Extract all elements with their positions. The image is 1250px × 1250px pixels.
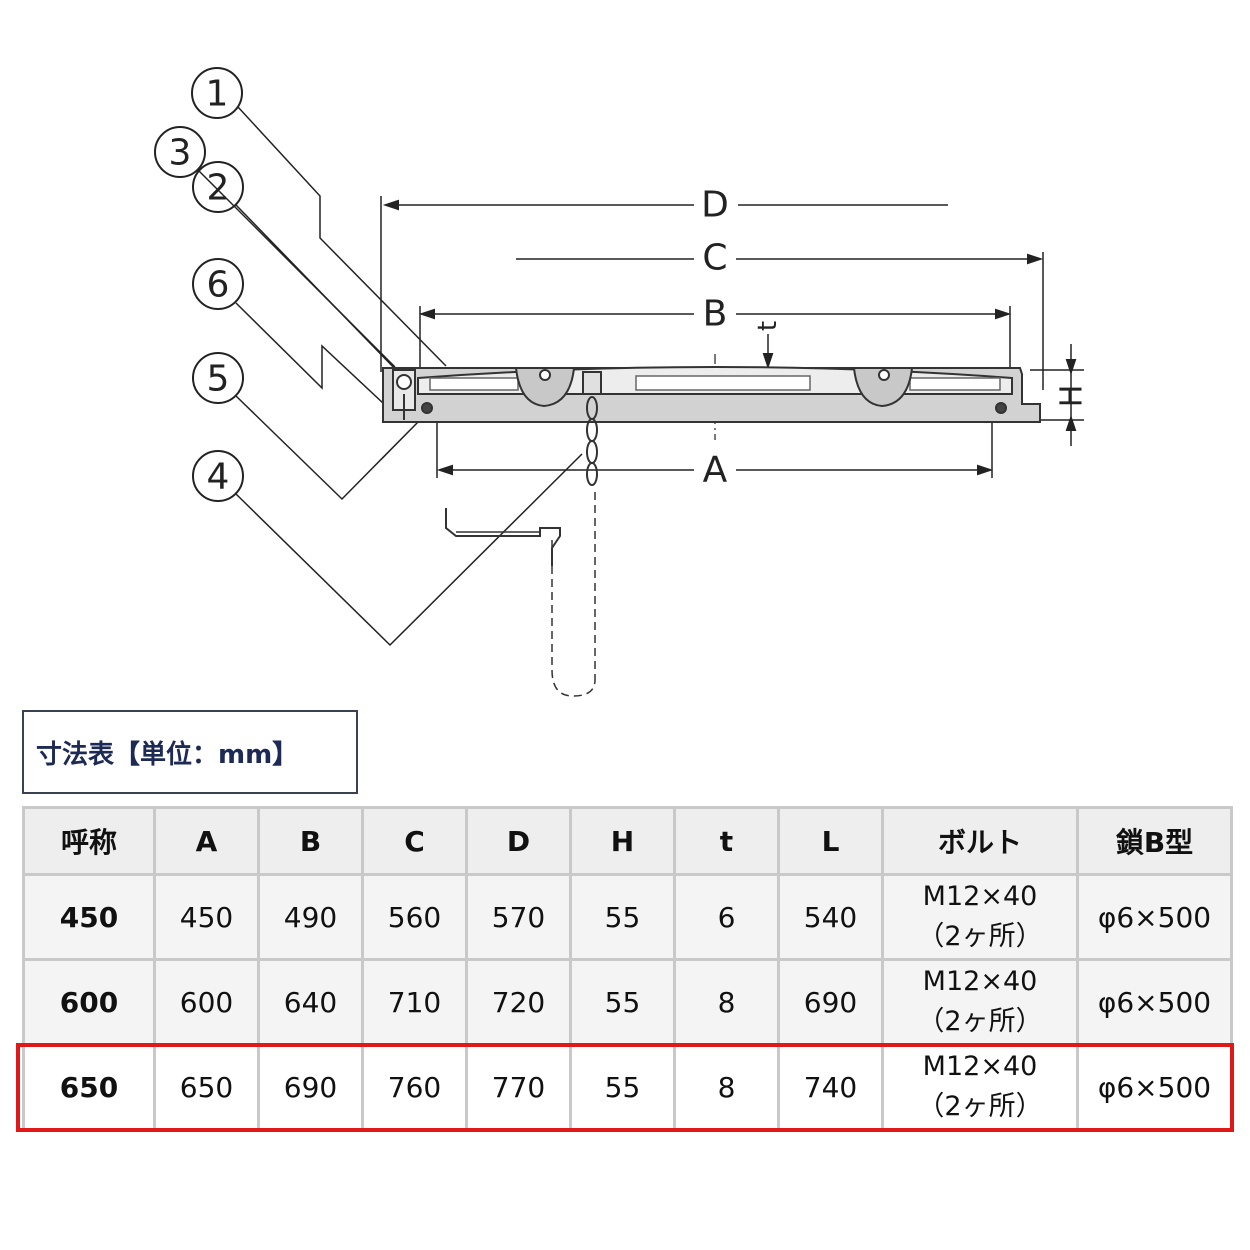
- cell-bolt: M12×40 （2ヶ所）: [881, 958, 1079, 1046]
- cell-t: 6: [673, 873, 780, 961]
- cell-h: 55: [569, 958, 676, 1046]
- rib-right: [852, 367, 914, 408]
- dim-label-t: t: [753, 321, 783, 331]
- header-d: D: [465, 806, 572, 876]
- bolt-size: M12×40: [922, 881, 1038, 912]
- cell-d: 770: [465, 1043, 572, 1131]
- cover-body: [382, 366, 1041, 423]
- callout-label-1: 1: [206, 74, 229, 115]
- cell-size: 450: [22, 873, 156, 961]
- lift-hook: [445, 508, 561, 566]
- callout-circle-6: [192, 258, 244, 310]
- table-header-row: 呼称 A B C D H t L ボルト 鎖B型: [22, 806, 1233, 876]
- dimension-table: 呼称 A B C D H t L ボルト 鎖B型 450 450 490 560…: [22, 806, 1233, 1131]
- header-size: 呼称: [22, 806, 156, 876]
- cell-b: 640: [257, 958, 364, 1046]
- chain-assembly: [445, 396, 598, 697]
- cell-chain: φ6×500: [1076, 1043, 1233, 1131]
- cell-a: 450: [153, 873, 260, 961]
- leader-line-4: [235, 453, 583, 647]
- cell-l: 540: [777, 873, 884, 961]
- header-bolt: ボルト: [881, 806, 1079, 876]
- callout-label-2: 2: [207, 168, 230, 209]
- bolt-count: （2ヶ所）: [917, 1006, 1043, 1037]
- leader-line-2: [235, 204, 401, 375]
- dim-label-a: A: [703, 450, 728, 491]
- leader-line-5: [235, 395, 421, 501]
- cell-d: 720: [465, 958, 572, 1046]
- cell-bolt: M12×40 （2ヶ所）: [881, 1043, 1079, 1131]
- header-c: C: [361, 806, 468, 876]
- header-h: H: [569, 806, 676, 876]
- callout-circle-1: [191, 67, 243, 119]
- bolt-size: M12×40: [922, 966, 1038, 997]
- table-row-highlighted: 650 650 690 760 770 55 8 740 M12×40 （2ヶ所…: [22, 1043, 1233, 1131]
- table-row: 600 600 640 710 720 55 8 690 M12×40 （2ヶ所…: [22, 958, 1233, 1046]
- cell-t: 8: [673, 958, 780, 1046]
- callout-label-6: 6: [207, 265, 230, 306]
- manhole-cover-drawing: 1 3 2 6 5 4 D C B A t H: [154, 67, 1090, 697]
- leader-line-6: [235, 302, 385, 405]
- callout-label-3: 3: [169, 133, 192, 174]
- table-title-box: 寸法表【単位：mm】: [22, 710, 358, 794]
- callout-circle-5: [192, 352, 244, 404]
- header-a: A: [153, 806, 260, 876]
- cell-c: 760: [361, 1043, 468, 1131]
- table-row: 450 450 490 560 570 55 6 540 M12×40 （2ヶ所…: [22, 873, 1233, 961]
- dim-label-d: D: [701, 185, 729, 226]
- rib-left: [514, 367, 576, 408]
- cell-a: 650: [153, 1043, 260, 1131]
- dim-label-b: B: [703, 294, 728, 335]
- cell-d: 570: [465, 873, 572, 961]
- dim-label-c: C: [702, 238, 727, 279]
- chain-lug: [582, 371, 602, 395]
- cell-size: 600: [22, 958, 156, 1046]
- cell-b: 490: [257, 873, 364, 961]
- cell-size: 650: [22, 1043, 156, 1131]
- cell-t: 8: [673, 1043, 780, 1131]
- cell-bolt: M12×40 （2ヶ所）: [881, 873, 1079, 961]
- cell-l: 690: [777, 958, 884, 1046]
- callout-circle-2: [192, 161, 244, 213]
- header-l: L: [777, 806, 884, 876]
- callout-circle-4: [192, 450, 244, 502]
- cell-h: 55: [569, 873, 676, 961]
- cell-chain: φ6×500: [1076, 873, 1233, 961]
- cell-chain: φ6×500: [1076, 958, 1233, 1046]
- callout-label-4: 4: [207, 457, 230, 498]
- cell-c: 560: [361, 873, 468, 961]
- cell-b: 690: [257, 1043, 364, 1131]
- cell-c: 710: [361, 958, 468, 1046]
- bolt-count: （2ヶ所）: [917, 1091, 1043, 1122]
- leader-line-1: [237, 106, 447, 367]
- header-chain: 鎖B型: [1076, 806, 1233, 876]
- cell-a: 600: [153, 958, 260, 1046]
- header-t: t: [673, 806, 780, 876]
- bolt-size: M12×40: [922, 1051, 1038, 1082]
- bolt-count: （2ヶ所）: [917, 921, 1043, 952]
- cell-h: 55: [569, 1043, 676, 1131]
- callout-label-5: 5: [207, 359, 230, 400]
- cell-l: 740: [777, 1043, 884, 1131]
- header-b: B: [257, 806, 364, 876]
- table-title: 寸法表【単位：mm】: [36, 739, 299, 770]
- callout-circle-3: [154, 126, 206, 178]
- dim-label-h: H: [1055, 385, 1090, 408]
